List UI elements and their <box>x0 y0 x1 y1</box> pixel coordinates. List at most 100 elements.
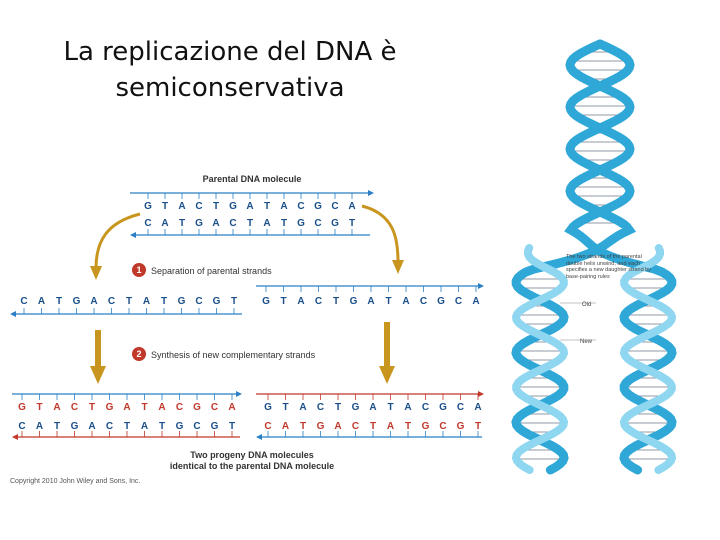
helix-new-strand-right <box>619 244 677 474</box>
separated-left-base: A <box>38 296 45 307</box>
double-helix-figure: The two strands of the parental double h… <box>511 39 677 475</box>
separated-right-arrowhead <box>478 283 484 289</box>
progeny-right-top-base: C <box>317 402 324 413</box>
progeny-right-bottom-base: G <box>317 421 325 432</box>
separated-right-base: T <box>333 296 339 307</box>
parental-bottom-base: C <box>144 218 151 229</box>
separated-right-base: C <box>420 296 427 307</box>
separated-right-base: C <box>455 296 462 307</box>
separated-left-base: C <box>108 296 115 307</box>
parental-bottom-base: A <box>263 218 270 229</box>
progeny-left-top-base: A <box>123 402 130 413</box>
progeny-left-bottom-base: T <box>124 421 130 432</box>
progeny-right-top-base: G <box>439 402 447 413</box>
progeny-label-line1: Two progeny DNA molecules <box>190 450 314 460</box>
parental-top-base: C <box>195 201 202 212</box>
progeny-right-top-base: G <box>264 402 272 413</box>
helix-new-label: New <box>580 339 593 345</box>
separated-left-base: G <box>73 296 81 307</box>
separated-left-base: G <box>213 296 221 307</box>
slide-title-line1: La replicazione del DNA è <box>63 37 397 67</box>
separated-left-arrowhead <box>10 311 16 317</box>
progeny-left-bottom-base: T <box>229 421 235 432</box>
progeny-left-bottom-base: A <box>88 421 95 432</box>
progeny-left-top-base: A <box>53 402 60 413</box>
separation-arrow-right-head <box>392 260 404 274</box>
parental-top-base: G <box>144 201 152 212</box>
progeny-left-bottom-base: C <box>193 421 200 432</box>
separated-left-base: G <box>178 296 186 307</box>
progeny-right-top-base: C <box>457 402 464 413</box>
progeny-left-bottom-base: A <box>36 421 43 432</box>
slide-title-line2: semiconservativa <box>115 73 345 103</box>
progeny-left-old-arrowhead <box>236 391 242 397</box>
progeny-right-top-base: T <box>282 402 288 413</box>
slide-title: La replicazione del DNA è semiconservati… <box>30 34 430 106</box>
progeny-left-top-base: C <box>71 402 78 413</box>
separation-arrow-right <box>361 204 400 263</box>
separated-right-base: A <box>472 296 479 307</box>
parental-bottom-base: T <box>349 218 355 229</box>
parental-bottom-base: T <box>247 218 253 229</box>
progeny-left-top-base: A <box>228 402 235 413</box>
parental-top-base: T <box>162 201 168 212</box>
progeny-left-bottom-base: G <box>176 421 184 432</box>
synthesis-arrow-left-head <box>90 366 106 384</box>
progeny-right-top-base: A <box>474 402 481 413</box>
separated-left-base: T <box>126 296 132 307</box>
progeny-right-bottom-base: C <box>264 421 271 432</box>
separation-arrow-left-head <box>90 266 102 280</box>
separated-right-base: A <box>402 296 409 307</box>
separated-left-ticks <box>23 308 235 314</box>
progeny-right-bottom-base: C <box>439 421 446 432</box>
progeny-left-top-base: T <box>141 402 147 413</box>
progeny-left-bottom-base: T <box>54 421 60 432</box>
parental-top-base: A <box>246 201 253 212</box>
step1-number: 1 <box>136 265 141 275</box>
parental-bottom-base: C <box>229 218 236 229</box>
separated-right-base: G <box>262 296 270 307</box>
synthesis-arrow-right-head <box>379 366 395 384</box>
parental-top-base: G <box>229 201 237 212</box>
parental-top-base: A <box>348 201 355 212</box>
step2-number: 2 <box>136 349 141 359</box>
progeny-right-top-base: A <box>369 402 376 413</box>
separation-arrow-left <box>94 212 141 269</box>
progeny-right-bottom-base: T <box>405 421 411 432</box>
progeny-left-top-base: C <box>176 402 183 413</box>
progeny-right-top-base: T <box>387 402 393 413</box>
parental-bottom-base: A <box>161 218 168 229</box>
progeny-right-ticks <box>267 394 479 437</box>
separated-right-base: A <box>297 296 304 307</box>
separated-right-base: T <box>280 296 286 307</box>
separated-right-base: G <box>350 296 358 307</box>
progeny-left-bottom-base: G <box>211 421 219 432</box>
parental-top-arrowhead <box>368 190 374 196</box>
progeny-left-top-base: A <box>158 402 165 413</box>
parental-top-base: A <box>178 201 185 212</box>
progeny-right-bottom-base: G <box>457 421 465 432</box>
synthesis-arrow-right-shaft <box>384 322 390 368</box>
progeny-right-bottom-base: T <box>475 421 481 432</box>
progeny-right-top-base: A <box>404 402 411 413</box>
parental-bottom-base: G <box>297 218 305 229</box>
progeny-left-ticks <box>21 394 233 437</box>
separated-left-base: A <box>90 296 97 307</box>
synthesis-arrow-left-shaft <box>95 330 101 368</box>
parental-bottom-base: C <box>314 218 321 229</box>
parental-bottom-base: G <box>195 218 203 229</box>
progeny-right-top-base: G <box>352 402 360 413</box>
step2-label: Synthesis of new complementary strands <box>151 350 316 360</box>
parental-bottom-base: A <box>212 218 219 229</box>
separated-left-base: T <box>56 296 62 307</box>
progeny-left-bottom-base: T <box>159 421 165 432</box>
separated-right-base: T <box>385 296 391 307</box>
